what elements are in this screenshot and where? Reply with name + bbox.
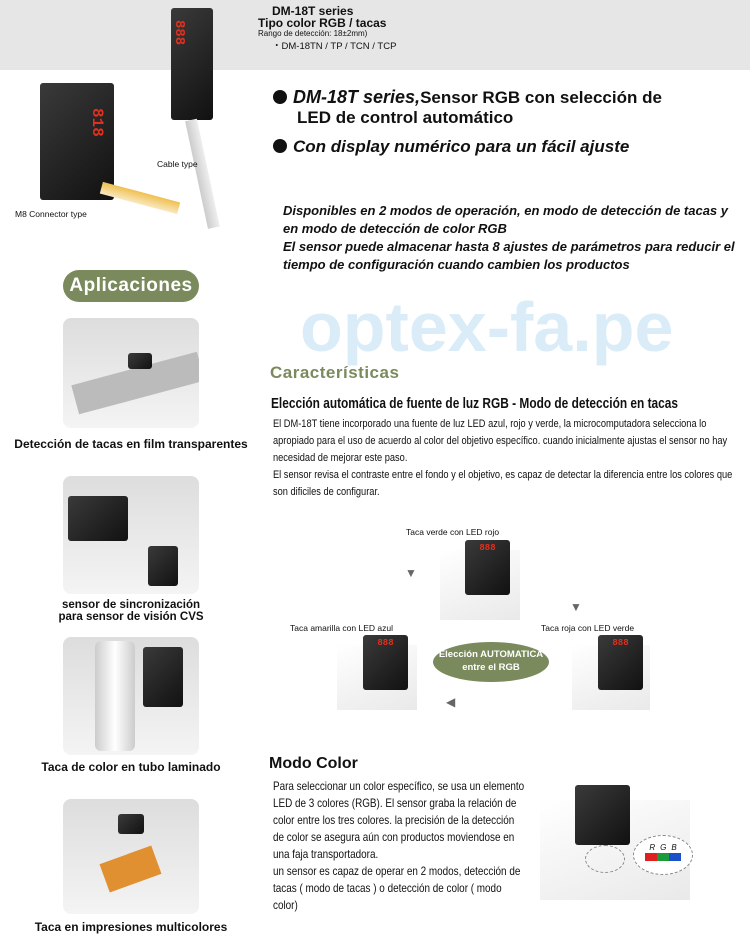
color-mode-heading: Modo Color bbox=[269, 755, 358, 772]
diagram-sensor-top: 888 bbox=[465, 540, 510, 595]
sensor-display: 888 bbox=[479, 543, 496, 553]
arrow-icon: ▼ bbox=[405, 566, 417, 580]
badge-line: entre el RGB bbox=[462, 662, 520, 673]
application-caption: Taca en impresiones multicolores bbox=[34, 920, 228, 934]
application-caption: Detección de tacas en film transparentes bbox=[14, 437, 248, 451]
bullet-icon bbox=[273, 90, 287, 104]
diagram-label-right: Taca roja con LED verde bbox=[541, 623, 635, 633]
application-image-cvs bbox=[63, 476, 199, 594]
bullet-icon bbox=[273, 139, 287, 153]
cable-type-label: Cable type bbox=[157, 159, 198, 169]
diagram-label-top: Taca verde con LED rojo bbox=[406, 527, 500, 537]
rgb-letter: G bbox=[660, 843, 667, 852]
m8-connector-label: M8 Connector type bbox=[15, 209, 87, 219]
features-subtitle: Elección automática de fuente de luz RGB… bbox=[271, 396, 678, 412]
description-paragraph: Disponibles en 2 modos de operación, en … bbox=[283, 203, 728, 236]
rgb-letter: R bbox=[649, 843, 656, 852]
headline-text: Con display numérico para un fácil ajust… bbox=[293, 137, 630, 156]
badge-line: Elección AUTOMATICA bbox=[438, 649, 544, 660]
auto-selection-badge: Elección AUTOMATICA entre el RGB bbox=[433, 642, 549, 682]
sensor-display: 888 bbox=[377, 638, 394, 648]
m8-sensor-image: 818 bbox=[40, 83, 114, 200]
sensor-display: 888 bbox=[612, 638, 629, 648]
application-image-tube bbox=[63, 637, 199, 755]
color-mode-text: Para seleccionar un color específico, se… bbox=[273, 779, 525, 912]
features-text: El DM-18T tiene incorporado una fuente d… bbox=[273, 418, 733, 498]
cable-image bbox=[185, 118, 220, 229]
detection-range: Rango de detección: 18±2mm) bbox=[258, 29, 368, 38]
cable-type-sensor-image: 888 bbox=[171, 8, 213, 120]
application-caption: Taca de color en tubo laminado bbox=[41, 760, 221, 774]
application-caption: sensor de sincronización para sensor de … bbox=[0, 599, 262, 623]
headline-bullet-2: Con display numérico para un fácil ajust… bbox=[273, 137, 629, 157]
model-list: ・DM-18TN / TP / TCN / TCP bbox=[272, 41, 397, 52]
diagram-sensor-right: 888 bbox=[598, 635, 643, 690]
header-band bbox=[0, 0, 750, 70]
headline-text: Sensor RGB con selección de bbox=[420, 88, 662, 107]
application-image-film bbox=[63, 318, 199, 428]
rgb-letter: B bbox=[671, 843, 677, 852]
color-mode-sensor bbox=[575, 785, 630, 845]
description-paragraph: El sensor puede almacenar hasta 8 ajuste… bbox=[283, 239, 735, 272]
watermark: optex-fa.pe bbox=[300, 288, 674, 366]
headline-series: DM-18T series, bbox=[293, 87, 421, 107]
headline-bullet-1: DM-18T series,Sensor RGB con selección d… bbox=[273, 87, 662, 108]
features-heading: Características bbox=[270, 363, 400, 382]
diagram-label-left: Taca amarilla con LED azul bbox=[290, 623, 393, 633]
applications-heading: Aplicaciones bbox=[63, 270, 199, 302]
sensor-display: 888 bbox=[171, 20, 187, 46]
sensor-display: 818 bbox=[88, 108, 106, 137]
caption-text: sensor de sincronización para sensor de … bbox=[58, 599, 204, 623]
type-title: Tipo color RGB / tacas bbox=[258, 16, 387, 30]
description: Disponibles en 2 modos de operación, en … bbox=[283, 202, 743, 274]
detection-spot bbox=[585, 845, 625, 873]
arrow-icon: ◀ bbox=[446, 695, 456, 709]
application-image-print bbox=[63, 799, 199, 914]
series-title: DM-18T series bbox=[272, 4, 354, 18]
arrow-icon: ▼ bbox=[570, 600, 582, 614]
headline-line-2: LED de control automático bbox=[297, 108, 514, 127]
diagram-sensor-left: 888 bbox=[363, 635, 408, 690]
